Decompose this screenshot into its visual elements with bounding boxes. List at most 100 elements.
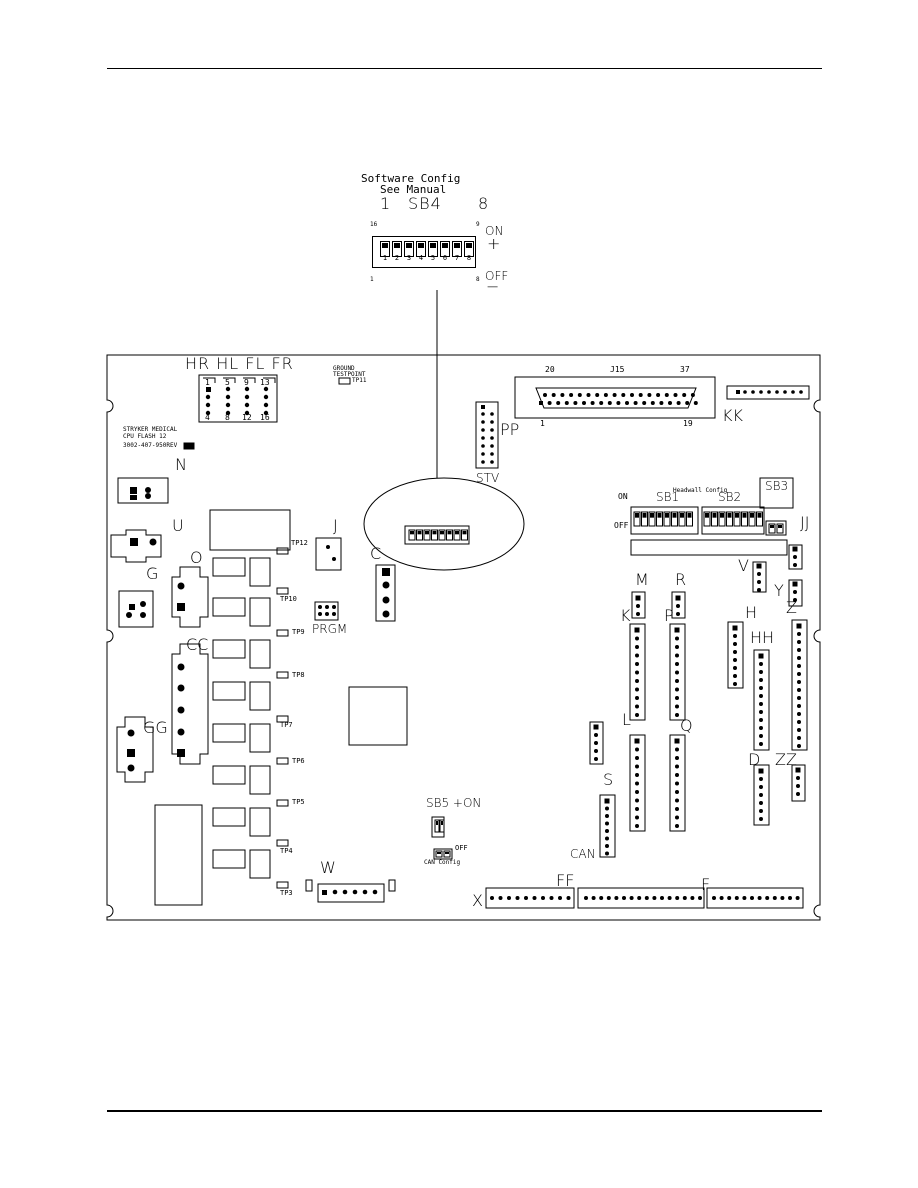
dip-lever-knob: [650, 513, 654, 518]
cpu-u1: [348, 686, 408, 746]
dip-number: 4: [418, 254, 424, 262]
hr-pin-9: 9: [244, 378, 249, 387]
pin: [676, 401, 681, 405]
label-hh: HH: [750, 628, 775, 647]
pin: [675, 696, 679, 700]
label-cc: CC: [186, 635, 209, 654]
pin: [733, 682, 737, 686]
pin: [614, 896, 619, 900]
tp11-label: TP11: [352, 377, 367, 384]
pin-1: [792, 581, 798, 587]
part-number: 3002-407-950REV: [123, 442, 178, 449]
pin: [566, 896, 571, 900]
dip-number: 8: [466, 254, 472, 262]
pin: [532, 896, 537, 900]
tp11-pad: [338, 377, 351, 385]
pin: [796, 792, 800, 796]
pin: [524, 896, 528, 900]
pin-1: [635, 595, 641, 601]
connector-q: [669, 734, 686, 832]
pin: [606, 896, 611, 900]
inductor-l9: [154, 804, 203, 906]
sb3-switch: [765, 520, 787, 536]
pin: [797, 656, 801, 660]
pin: [675, 670, 679, 675]
dip-lever: [416, 241, 426, 257]
pin-1: [758, 768, 764, 774]
pin: [727, 896, 732, 900]
pin: [733, 650, 737, 654]
pin-1: [674, 738, 680, 744]
hr-pin-1: 1: [205, 378, 210, 387]
connector-s: [599, 794, 616, 858]
label-f: F: [701, 875, 711, 894]
label-z: Z: [786, 598, 797, 617]
pin: [797, 720, 801, 724]
dip-number: 2: [394, 254, 400, 262]
pin: [630, 393, 634, 397]
label-jj: JJ: [800, 513, 810, 532]
pin-1: [756, 563, 762, 569]
dip-lever-knob: [778, 525, 782, 528]
dip-lever-knob: [657, 513, 662, 518]
cpu-label: CPU FLASH 12: [123, 433, 167, 440]
tp3-label: TP3: [280, 889, 293, 897]
dip-lever-knob: [665, 513, 669, 518]
label-h: H: [745, 603, 758, 622]
pin: [733, 658, 737, 662]
tp10-label: TP10: [280, 595, 297, 603]
pin: [797, 672, 801, 676]
footer-rule: [107, 1110, 822, 1112]
dip-lever-knob: [770, 525, 774, 528]
hr-pin-12: 12: [242, 413, 252, 422]
can-config-switch: [433, 848, 453, 860]
dip-lever-knob: [455, 531, 459, 535]
label-pp: PP: [500, 420, 520, 439]
pin: [636, 604, 640, 608]
pin: [605, 821, 609, 826]
pin: [612, 393, 617, 397]
pin: [594, 741, 598, 745]
pin: [759, 793, 763, 797]
pin: [635, 781, 639, 786]
testpoint-label: TESTPOINT: [333, 371, 366, 378]
onboard-sb4: [404, 525, 470, 545]
pin: [797, 632, 801, 636]
pin: [772, 896, 777, 900]
connector-j-upper: [315, 537, 342, 571]
label-hr-group: HR HL FL FR: [185, 354, 294, 373]
dip-lever-knob: [445, 852, 449, 854]
label-m: M: [635, 570, 649, 589]
pin: [635, 756, 639, 760]
pin: [591, 896, 596, 900]
pin: [635, 815, 639, 820]
sb4-callout-ellipse: [363, 477, 525, 571]
pin: [793, 563, 797, 567]
pin: [675, 687, 679, 692]
pin: [797, 712, 801, 716]
callout-right-num: 8: [478, 194, 489, 213]
dip-lever: [686, 511, 693, 527]
label-g: G: [146, 564, 159, 583]
dip-lever: [435, 850, 443, 858]
dip-lever-knob: [727, 513, 732, 518]
dip-lever-knob: [750, 513, 754, 518]
connector-c: [375, 564, 396, 622]
connector-f: [706, 887, 804, 909]
pin: [759, 390, 763, 394]
pin-1: [732, 625, 738, 631]
connector-ff: [577, 887, 705, 909]
dip-lever-knob: [742, 513, 747, 518]
dip-lever: [408, 529, 416, 541]
pin: [797, 736, 801, 740]
pin-1: [675, 595, 681, 601]
driver-stack: [212, 557, 271, 879]
pin: [635, 713, 639, 717]
pin: [690, 393, 695, 397]
dip-lever: [438, 529, 446, 541]
pin: [635, 764, 639, 769]
pin: [603, 393, 608, 397]
label-gg: GG: [143, 718, 168, 737]
pin: [635, 645, 639, 649]
pin: [644, 896, 649, 900]
